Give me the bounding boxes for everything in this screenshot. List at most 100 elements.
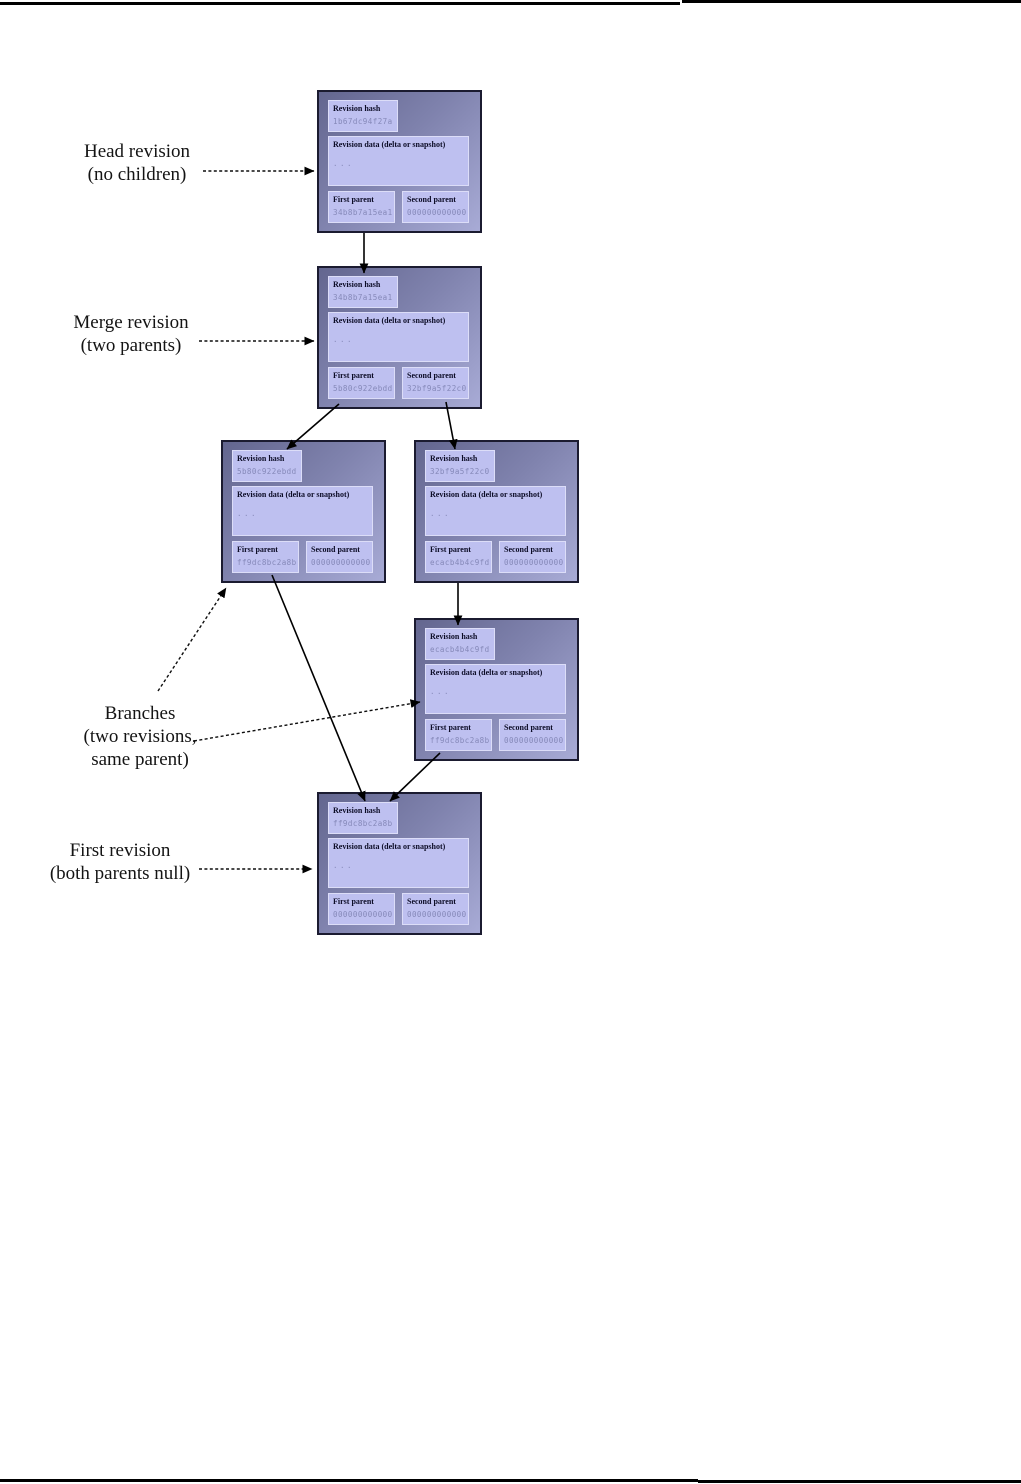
- first-parent-label: First parent: [333, 897, 374, 906]
- callout-head-revision: Head revision (no children): [32, 140, 242, 186]
- first-parent-value: ecacb4b4c9fd: [430, 558, 490, 567]
- revision-hash-label: Revision hash: [430, 454, 478, 463]
- callout-line: same parent): [91, 749, 189, 770]
- callout-line: (two parents): [80, 335, 182, 356]
- first-parent-value: 5b80c922ebdd: [333, 384, 393, 393]
- second-parent-cell: Second parent 000000000000: [499, 719, 566, 751]
- revision-data-label: Revision data (delta or snapshot): [333, 316, 446, 325]
- revision-hash-cell: Revision hash ff9dc8bc2a8b: [328, 802, 398, 834]
- revision-hash-value: 1b67dc94f27a: [333, 117, 393, 126]
- callout-arrow-branches-left: [157, 587, 227, 692]
- first-parent-label: First parent: [333, 195, 374, 204]
- parents-row: First parent 34b8b7a15ea1 Second parent …: [328, 191, 469, 223]
- second-parent-label: Second parent: [407, 195, 456, 204]
- second-parent-value: 000000000000: [504, 558, 564, 567]
- revision-data-value: ...: [333, 335, 355, 344]
- callout-line: Branches: [104, 703, 176, 724]
- parents-row: First parent ff9dc8bc2a8b Second parent …: [232, 541, 373, 573]
- revision-data-value: ...: [333, 861, 355, 870]
- parents-row: First parent ecacb4b4c9fd Second parent …: [425, 541, 566, 573]
- second-parent-value: 000000000000: [407, 208, 467, 217]
- second-parent-label: Second parent: [504, 723, 553, 732]
- second-parent-cell: Second parent 000000000000: [499, 541, 566, 573]
- revision-data-label: Revision data (delta or snapshot): [430, 668, 543, 677]
- first-parent-cell: First parent ecacb4b4c9fd: [425, 541, 492, 573]
- first-parent-cell: First parent ff9dc8bc2a8b: [232, 541, 299, 573]
- revision-data-label: Revision data (delta or snapshot): [430, 490, 543, 499]
- revision-hash-value: 5b80c922ebdd: [237, 467, 297, 476]
- revision-hash-label: Revision hash: [333, 280, 381, 289]
- second-parent-cell: Second parent 000000000000: [402, 893, 469, 925]
- revision-data-label: Revision data (delta or snapshot): [237, 490, 350, 499]
- page-bottom-rule-left: [0, 1479, 698, 1482]
- first-parent-label: First parent: [237, 545, 278, 554]
- revision-hash-label: Revision hash: [333, 806, 381, 815]
- revision-node-branch-right: Revision hash 32bf9a5f22c0 Revision data…: [414, 440, 579, 583]
- revision-data-label: Revision data (delta or snapshot): [333, 842, 446, 851]
- callout-line: (two revisions,: [83, 726, 197, 747]
- first-parent-value: ff9dc8bc2a8b: [430, 736, 490, 745]
- revision-data-value: ...: [430, 509, 452, 518]
- revision-node-first: Revision hash ff9dc8bc2a8b Revision data…: [317, 792, 482, 935]
- second-parent-value: 000000000000: [407, 910, 467, 919]
- revision-hash-value: ecacb4b4c9fd: [430, 645, 490, 654]
- first-parent-label: First parent: [430, 545, 471, 554]
- revision-hash-value: 34b8b7a15ea1: [333, 293, 393, 302]
- callout-line: First revision: [69, 840, 171, 861]
- parents-row: First parent 5b80c922ebdd Second parent …: [328, 367, 469, 399]
- callout-line: (both parents null): [49, 863, 191, 884]
- revision-data-label: Revision data (delta or snapshot): [333, 140, 446, 149]
- revision-node-branch-child: Revision hash ecacb4b4c9fd Revision data…: [414, 618, 579, 761]
- first-parent-cell: First parent 5b80c922ebdd: [328, 367, 395, 399]
- revision-data-value: ...: [237, 509, 259, 518]
- revision-hash-label: Revision hash: [430, 632, 478, 641]
- revision-hash-cell: Revision hash 1b67dc94f27a: [328, 100, 398, 132]
- revision-data-cell: Revision data (delta or snapshot) ...: [232, 486, 373, 536]
- parents-row: First parent ff9dc8bc2a8b Second parent …: [425, 719, 566, 751]
- first-parent-label: First parent: [430, 723, 471, 732]
- callout-merge-revision: Merge revision (two parents): [26, 311, 236, 357]
- revision-data-value: ...: [430, 687, 452, 696]
- callout-line: Head revision: [83, 141, 191, 162]
- first-parent-label: First parent: [333, 371, 374, 380]
- revision-data-cell: Revision data (delta or snapshot) ...: [328, 136, 469, 186]
- page-top-rule-left: [0, 2, 680, 5]
- revision-hash-cell: Revision hash ecacb4b4c9fd: [425, 628, 495, 660]
- revision-node-merge: Revision hash 34b8b7a15ea1 Revision data…: [317, 266, 482, 409]
- second-parent-label: Second parent: [311, 545, 360, 554]
- second-parent-label: Second parent: [407, 371, 456, 380]
- revision-node-branch-left: Revision hash 5b80c922ebdd Revision data…: [221, 440, 386, 583]
- revision-hash-label: Revision hash: [237, 454, 285, 463]
- revision-hash-cell: Revision hash 34b8b7a15ea1: [328, 276, 398, 308]
- second-parent-cell: Second parent 000000000000: [402, 191, 469, 223]
- page-bottom-rule-right: [698, 1480, 1021, 1483]
- revision-hash-value: 32bf9a5f22c0: [430, 467, 490, 476]
- revision-hash-label: Revision hash: [333, 104, 381, 113]
- first-parent-value: ff9dc8bc2a8b: [237, 558, 297, 567]
- callout-line: Merge revision: [73, 312, 189, 333]
- revision-data-value: ...: [333, 159, 355, 168]
- first-parent-cell: First parent 34b8b7a15ea1: [328, 191, 395, 223]
- edge-branch-left-to-first: [271, 574, 366, 802]
- first-parent-value: 000000000000: [333, 910, 393, 919]
- revision-hash-value: ff9dc8bc2a8b: [333, 819, 393, 828]
- revision-data-cell: Revision data (delta or snapshot) ...: [425, 486, 566, 536]
- first-parent-cell: First parent 000000000000: [328, 893, 395, 925]
- second-parent-value: 32bf9a5f22c0: [407, 384, 467, 393]
- second-parent-cell: Second parent 000000000000: [306, 541, 373, 573]
- second-parent-value: 000000000000: [311, 558, 371, 567]
- revision-hash-cell: Revision hash 5b80c922ebdd: [232, 450, 302, 482]
- page-top-rule-right: [682, 0, 1021, 3]
- revision-hash-cell: Revision hash 32bf9a5f22c0: [425, 450, 495, 482]
- second-parent-value: 000000000000: [504, 736, 564, 745]
- second-parent-label: Second parent: [504, 545, 553, 554]
- revision-data-cell: Revision data (delta or snapshot) ...: [328, 838, 469, 888]
- parents-row: First parent 000000000000 Second parent …: [328, 893, 469, 925]
- first-parent-cell: First parent ff9dc8bc2a8b: [425, 719, 492, 751]
- revision-data-cell: Revision data (delta or snapshot) ...: [328, 312, 469, 362]
- second-parent-cell: Second parent 32bf9a5f22c0: [402, 367, 469, 399]
- second-parent-label: Second parent: [407, 897, 456, 906]
- revision-node-head: Revision hash 1b67dc94f27a Revision data…: [317, 90, 482, 233]
- callout-line: (no children): [87, 164, 187, 185]
- first-parent-value: 34b8b7a15ea1: [333, 208, 393, 217]
